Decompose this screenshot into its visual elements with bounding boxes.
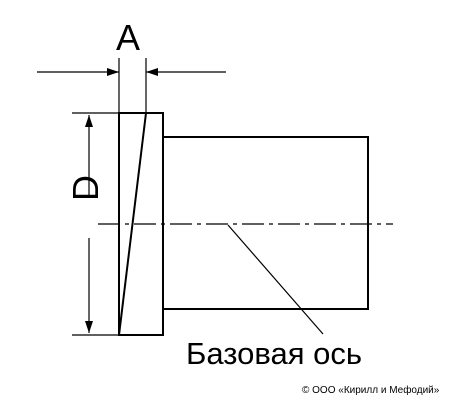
dimension-a-label: A <box>116 17 141 58</box>
base-axis-label: Базовая ось <box>186 336 362 371</box>
base-axis-leader <box>227 224 324 335</box>
copyright-text: © ООО «Кирилл и Мефодий» <box>302 385 440 396</box>
dimension-d-label: D <box>65 175 106 201</box>
cylinder-body-outline <box>163 136 369 310</box>
inclined-face-line <box>118 112 147 336</box>
